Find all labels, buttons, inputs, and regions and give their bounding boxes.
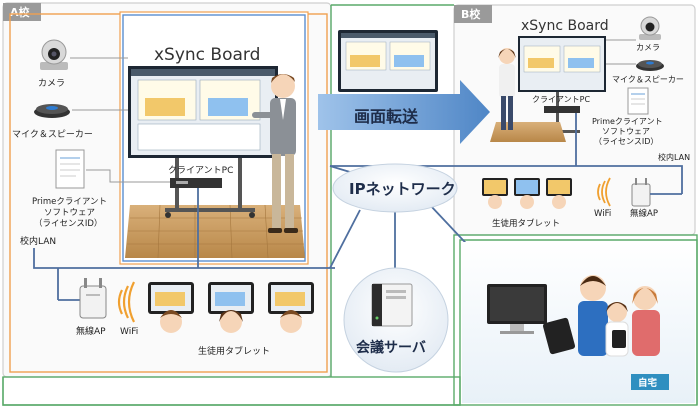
school-a-mic-icon	[34, 104, 70, 118]
school-b-tablets-label: 生徒用タブレット	[492, 218, 560, 229]
transfer-label: 画面転送	[354, 107, 419, 126]
school-b-tablets	[482, 178, 572, 209]
school-a-license-doc-icon	[55, 149, 85, 189]
server-icon	[371, 283, 413, 327]
school-b-label: B校	[461, 7, 481, 21]
school-a-board-title: xSync Board	[154, 45, 260, 65]
school-b-classroom: xSync Board クライアントPC カメラ マイク＆スピ	[330, 16, 690, 229]
teacher-figure	[252, 74, 298, 233]
school-b-camera-label: カメラ	[636, 43, 660, 52]
conference-server: 会議サーバ	[343, 267, 449, 373]
school-a-software-line2: ソフトウェア	[44, 208, 95, 218]
conference-server-label: 会議サーバ	[356, 339, 426, 356]
school-b-client-pc-label: クライアントPC	[532, 95, 591, 104]
school-b-camera-icon	[639, 16, 661, 40]
school-a-label: A校	[10, 5, 31, 19]
school-a-mic-label: マイク＆スピーカー	[12, 129, 93, 140]
school-a-client-pc	[170, 178, 222, 188]
school-b-wireless-ap-icon	[631, 178, 651, 207]
school-a-ap-label: 無線AP	[76, 325, 106, 337]
family-figures	[542, 275, 660, 357]
school-a-devices: カメラ マイク＆スピーカー Primeクライアント ソフトウェア （ライセンスI…	[12, 39, 170, 229]
school-a-tablets	[148, 282, 314, 333]
transfer-arrow	[318, 80, 490, 144]
school-a-camera-label: カメラ	[38, 78, 65, 89]
school-b-wifi-label: WiFi	[594, 209, 611, 219]
screen-transfer: 画面転送	[318, 30, 490, 144]
school-a-client-pc-label: クライアントPC	[168, 165, 233, 176]
school-b-software-line1: Primeクライアント	[592, 117, 663, 126]
home-label: 自宅	[638, 377, 658, 389]
school-b-software-line2: ソフトウェア	[602, 127, 650, 136]
school-a-lan: 校内LAN 無線AP WiFi	[20, 188, 335, 357]
school-a-software-line3: （ライセンスID）	[34, 218, 102, 229]
school-a-wifi-label: WiFi	[120, 327, 138, 337]
school-b-license-doc-icon	[627, 87, 649, 115]
school-a-software-line1: Primeクライアント	[32, 197, 107, 207]
school-a-lan-label: 校内LAN	[20, 235, 56, 247]
school-a-classroom: xSync Board クライアントPC	[119, 11, 309, 265]
home-panel: 自宅	[462, 242, 695, 403]
home-tablet-icon	[542, 317, 576, 355]
school-a-camera-icon	[40, 39, 68, 70]
ip-network-label: IPネットワーク	[349, 180, 456, 198]
school-b-software-line3: （ライセンスID）	[594, 137, 658, 146]
school-b-student-figure	[498, 48, 516, 130]
school-b-lan-label: 校内LAN	[658, 152, 690, 162]
school-b-wifi-icon	[597, 177, 611, 207]
ip-network-cloud: IPネットワーク	[329, 163, 511, 291]
school-a-tablets-label: 生徒用タブレット	[198, 345, 270, 357]
school-a-wifi-icon	[117, 281, 135, 323]
school-b-board-title: xSync Board	[521, 18, 609, 34]
school-b-ap-label: 無線AP	[630, 208, 658, 219]
school-b-mic-icon	[636, 60, 664, 71]
home-monitor-icon	[487, 284, 547, 334]
school-b-panel: B校	[453, 4, 696, 236]
school-a-wireless-ap-icon	[79, 278, 107, 319]
school-b-mic-label: マイク＆スピーカー	[612, 75, 684, 84]
